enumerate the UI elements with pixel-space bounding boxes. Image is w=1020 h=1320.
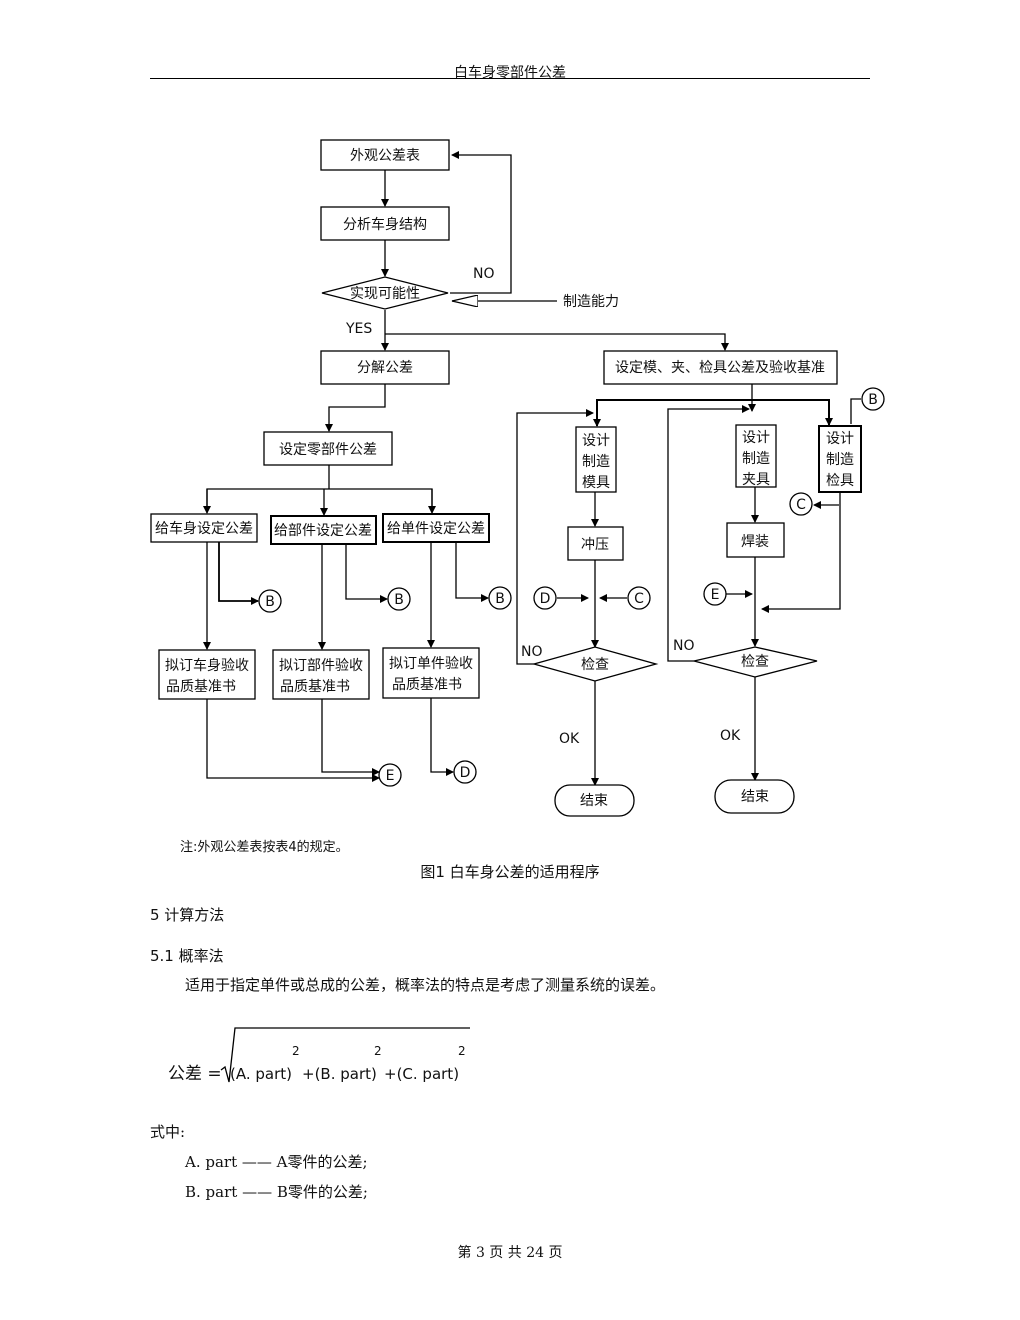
- formula: 公差 = (A. part) 2 +(B. part) 2 +(C. part)…: [168, 1027, 470, 1084]
- svg-text:品质基准书: 品质基准书: [280, 678, 350, 695]
- terminal-end-right: [714, 779, 795, 814]
- svg-text:OK: OK: [720, 728, 741, 744]
- svg-text:设定零部件公差: 设定零部件公差: [279, 442, 377, 458]
- svg-text:焊装: 焊装: [741, 534, 769, 550]
- definition-a: A. part —— A零件的公差;: [185, 1153, 368, 1171]
- diamond-feasibility: [321, 276, 449, 310]
- svg-text:品质基准书: 品质基准书: [166, 678, 236, 695]
- box-appearance-table: [320, 139, 450, 171]
- svg-text:(A. part): (A. part): [230, 1065, 292, 1083]
- box-body-spec: [158, 649, 256, 700]
- svg-text:2: 2: [374, 1044, 382, 1058]
- connector-d-1: [453, 760, 477, 784]
- connector-b-2: [387, 587, 411, 611]
- svg-text:拟订车身验收: 拟订车身验收: [165, 657, 249, 674]
- page-footer: 第 3 页 共 24 页: [457, 1245, 563, 1261]
- box-analyze-structure: [320, 206, 450, 241]
- box-body-tolerance: [150, 513, 258, 543]
- connector-b-4: [861, 387, 885, 411]
- svg-text:B: B: [265, 594, 275, 610]
- box-stamping: [567, 526, 624, 561]
- svg-text:B: B: [495, 591, 505, 607]
- svg-text:+(B. part): +(B. part): [302, 1065, 377, 1083]
- svg-text:设计: 设计: [826, 431, 854, 447]
- where-label: 式中:: [150, 1123, 186, 1141]
- diamond-inspect-right: [693, 646, 818, 678]
- svg-text:品质基准书: 品质基准书: [392, 676, 462, 693]
- svg-text:B: B: [394, 592, 404, 608]
- svg-text:制造: 制造: [582, 454, 610, 470]
- svg-text:给车身设定公差: 给车身设定公差: [155, 520, 253, 537]
- box-fixture: [735, 424, 777, 488]
- figure-caption: 图1 白车身公差的适用程序: [420, 863, 600, 881]
- svg-text:分解公差: 分解公差: [357, 360, 413, 376]
- diamond-inspect-left: [531, 646, 659, 682]
- connector-b-1: [258, 589, 282, 613]
- svg-text:设计: 设计: [742, 430, 770, 446]
- svg-text:给部件设定公差: 给部件设定公差: [274, 523, 372, 539]
- box-set-part-tolerance: [263, 431, 393, 466]
- box-gauge: [818, 425, 862, 493]
- header-rule: [150, 78, 870, 79]
- box-welding: [726, 522, 785, 558]
- svg-text:检具: 检具: [826, 473, 854, 489]
- connector-e-1: [378, 763, 402, 787]
- svg-text:NO: NO: [673, 638, 695, 654]
- section-heading-5-1: 5.1 概率法: [150, 947, 224, 965]
- svg-text:结束: 结束: [741, 789, 769, 805]
- svg-text:D: D: [540, 591, 551, 607]
- connector-e-2: [703, 582, 727, 606]
- svg-text:2: 2: [458, 1044, 466, 1058]
- svg-text:C: C: [796, 497, 806, 513]
- svg-text:公差 =: 公差 =: [168, 1064, 222, 1084]
- box-set-fixture-tolerance: [603, 350, 838, 385]
- svg-text:冲压: 冲压: [581, 537, 609, 553]
- svg-text:OK: OK: [559, 731, 580, 747]
- svg-text:检查: 检查: [741, 654, 769, 670]
- svg-text:分析车身结构: 分析车身结构: [343, 216, 427, 233]
- svg-text:结束: 结束: [580, 793, 608, 809]
- page-header-title: 白车身零部件公差: [454, 65, 566, 81]
- svg-text:拟订单件验收: 拟订单件验收: [389, 656, 473, 672]
- box-decompose-tolerance: [320, 350, 450, 385]
- svg-text:E: E: [386, 768, 395, 784]
- svg-text:检查: 检查: [581, 657, 609, 673]
- svg-text:制造: 制造: [742, 451, 770, 467]
- box-assembly-spec: [272, 649, 370, 700]
- svg-text:制造能力: 制造能力: [563, 294, 619, 310]
- svg-text:外观公差表: 外观公差表: [350, 148, 420, 164]
- connector-c-1: [789, 492, 813, 516]
- svg-text:2: 2: [292, 1044, 300, 1058]
- svg-text:C: C: [634, 591, 644, 607]
- connector-d-2: [533, 586, 557, 610]
- svg-text:NO: NO: [473, 266, 495, 282]
- svg-text:给单件设定公差: 给单件设定公差: [387, 521, 485, 537]
- section-heading-5: 5 计算方法: [150, 906, 225, 924]
- box-single-spec: [382, 647, 480, 699]
- svg-text:YES: YES: [345, 321, 372, 337]
- svg-text:B: B: [868, 392, 878, 408]
- svg-text:实现可能性: 实现可能性: [350, 286, 420, 302]
- svg-text:+(C. part): +(C. part): [384, 1065, 459, 1083]
- body-paragraph: 适用于指定单件或总成的公差，概率法的特点是考虑了测量系统的误差。: [185, 976, 666, 994]
- svg-text:E: E: [711, 587, 720, 603]
- svg-text:夹具: 夹具: [742, 472, 770, 488]
- svg-text:设定模、夹、检具公差及验收基准: 设定模、夹、检具公差及验收基准: [615, 359, 825, 376]
- box-assembly-tolerance: [270, 515, 377, 545]
- terminal-end-left: [554, 784, 635, 817]
- figure-note: 注:外观公差表按表4的规定。: [180, 840, 349, 855]
- svg-text:D: D: [460, 765, 471, 781]
- svg-text:制造: 制造: [826, 452, 854, 468]
- connector-c-2: [627, 586, 651, 610]
- definition-b: B. part —— B零件的公差;: [185, 1183, 368, 1201]
- flowchart: 外观公差表 分析车身结构 实现可能性 制造能力 分解公差 设定模、夹、检具公差及…: [150, 139, 885, 817]
- svg-text:NO: NO: [521, 644, 543, 660]
- svg-text:模具: 模具: [582, 475, 610, 491]
- connector-b-3: [488, 586, 512, 610]
- box-single-tolerance: [382, 513, 490, 543]
- box-die: [575, 426, 617, 493]
- svg-text:拟订部件验收: 拟订部件验收: [279, 658, 363, 674]
- svg-text:设计: 设计: [582, 433, 610, 449]
